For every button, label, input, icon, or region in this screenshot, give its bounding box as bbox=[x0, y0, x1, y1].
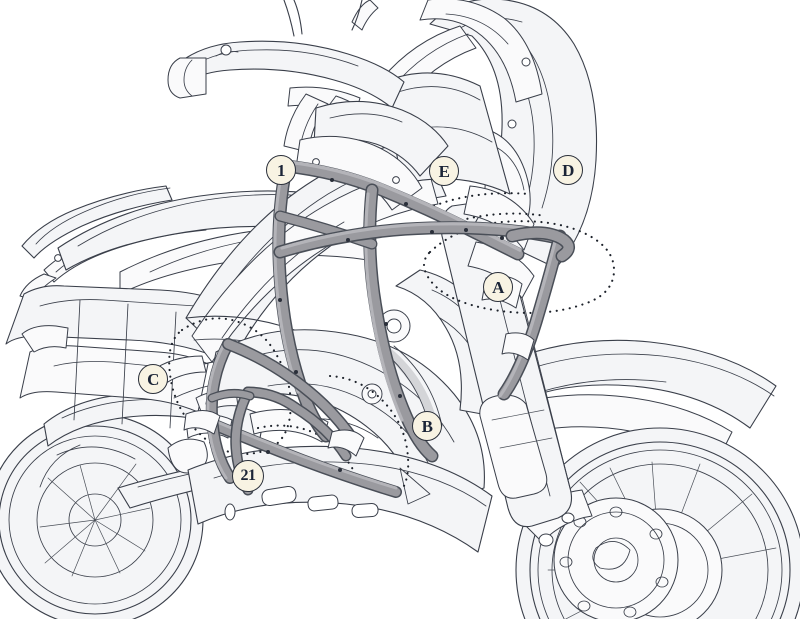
callout-c[interactable]: C bbox=[138, 364, 168, 394]
callout-d[interactable]: D bbox=[553, 155, 583, 185]
lower-crash-bar bbox=[183, 338, 402, 498]
hidden-detail-lines bbox=[168, 192, 616, 502]
callout-a[interactable]: A bbox=[483, 272, 513, 302]
front-wheel bbox=[515, 427, 800, 619]
mirror-stalk bbox=[283, 0, 303, 37]
front-brake-disc bbox=[553, 497, 679, 619]
tail-section bbox=[5, 285, 223, 429]
front-fairing bbox=[375, 0, 598, 299]
upper-crash-bar bbox=[272, 159, 575, 463]
callout-e[interactable]: E bbox=[429, 156, 459, 186]
callout-21[interactable]: 21 bbox=[232, 460, 264, 492]
clamp-bolt-markers bbox=[266, 178, 504, 472]
callout-b[interactable]: B bbox=[412, 411, 442, 441]
hand-grip bbox=[167, 57, 207, 99]
skid-plate bbox=[187, 445, 493, 553]
callout-1[interactable]: 1 bbox=[266, 155, 296, 185]
